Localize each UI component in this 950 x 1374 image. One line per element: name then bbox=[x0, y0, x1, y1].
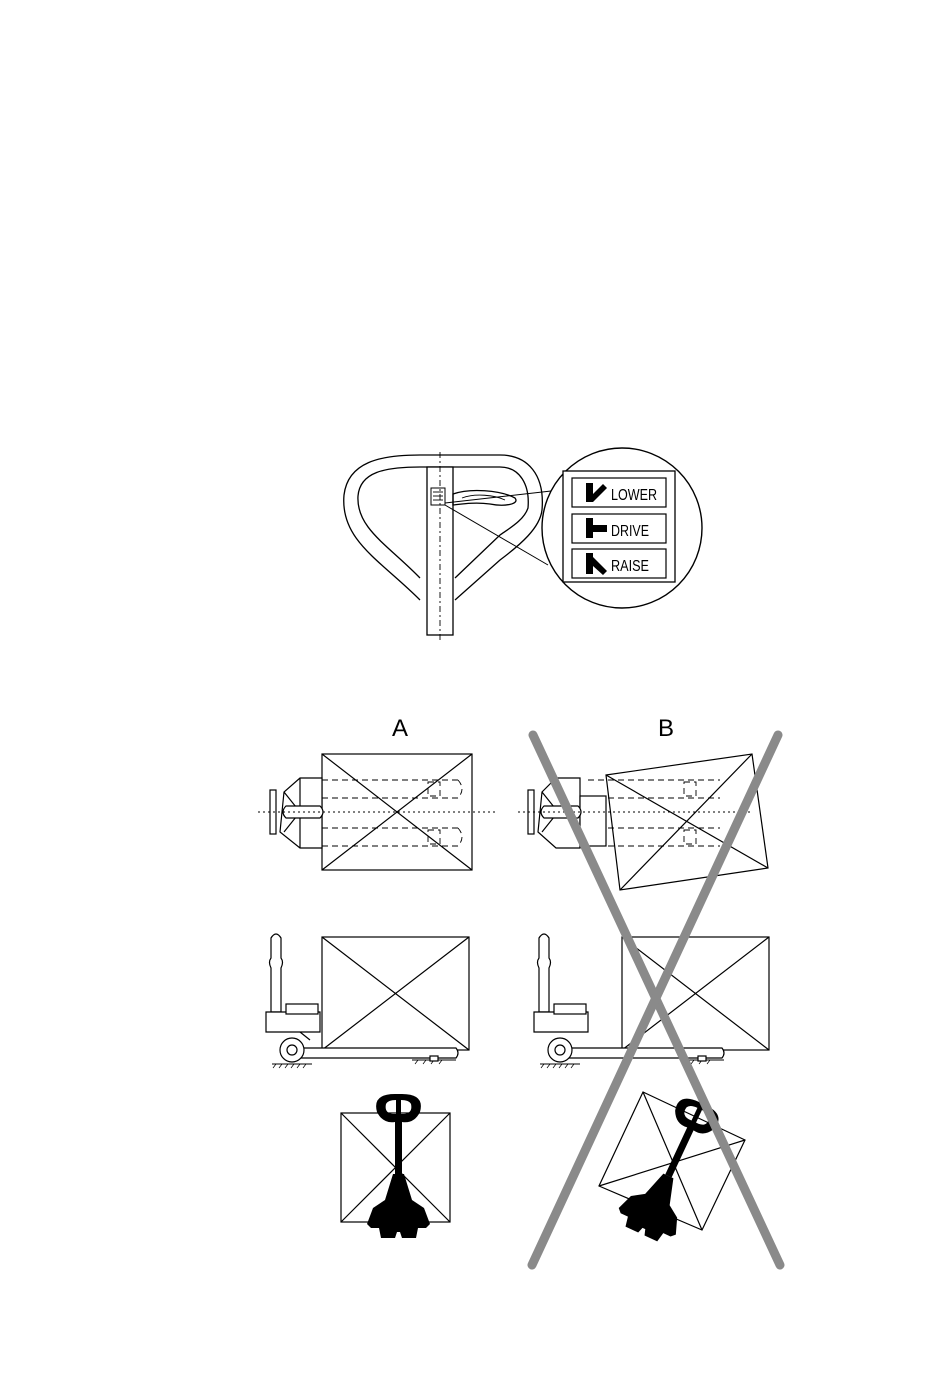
truck-silhouette-a bbox=[367, 1094, 430, 1238]
column-label-a: A bbox=[392, 715, 408, 742]
raise-label: RAISE bbox=[611, 558, 649, 575]
side-body-b bbox=[534, 1012, 588, 1032]
zoom-callout: LOWER DRIVE RAISE bbox=[542, 448, 702, 608]
side-handle-b bbox=[538, 934, 551, 1012]
steer-wheel-a bbox=[280, 1038, 304, 1062]
steer-wheel-b bbox=[548, 1038, 572, 1062]
lower-label: LOWER bbox=[611, 487, 657, 504]
correct-side-view bbox=[266, 934, 469, 1068]
handle-detail bbox=[344, 452, 560, 640]
correct-top-view bbox=[258, 754, 495, 870]
drive-label: DRIVE bbox=[611, 523, 649, 540]
correct-plan-view bbox=[341, 1094, 450, 1238]
incorrect-plan-view bbox=[599, 1090, 745, 1247]
side-handle-a bbox=[270, 934, 283, 1012]
column-label-b: B bbox=[658, 715, 674, 742]
forks-dashed bbox=[322, 780, 462, 846]
side-body-a bbox=[266, 1012, 320, 1032]
